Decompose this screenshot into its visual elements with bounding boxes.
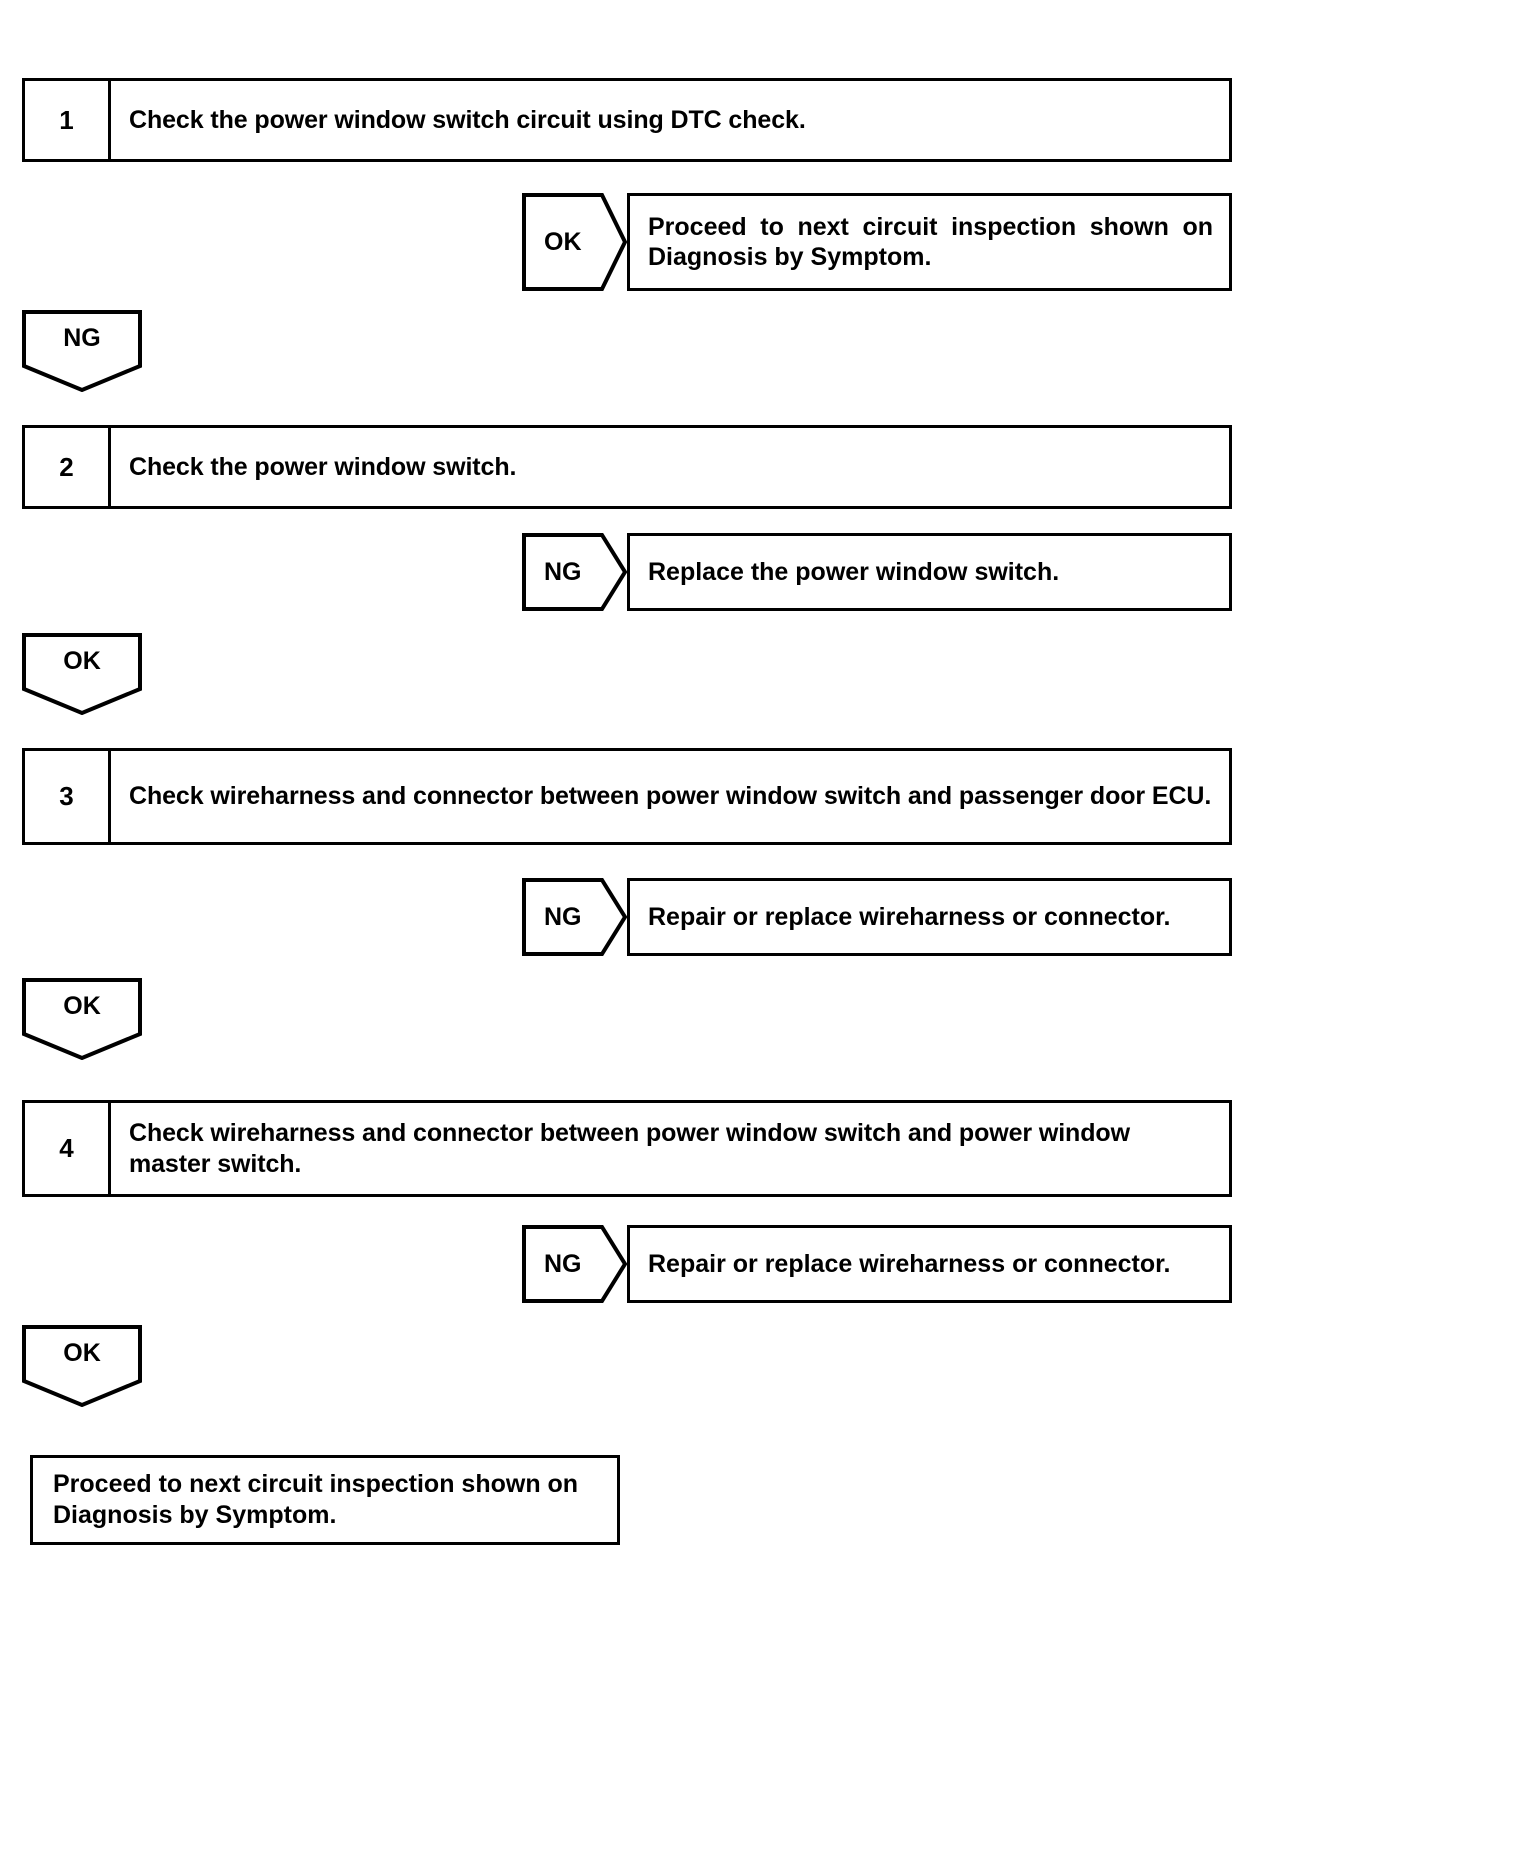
- continue-badge-label-2: OK: [63, 647, 101, 675]
- pentagon-right-icon: [522, 878, 627, 956]
- result-badge-label-2: NG: [544, 557, 582, 586]
- pentagon-down-icon: [22, 1325, 142, 1407]
- terminal-box[interactable]: Proceed to next circuit inspection shown…: [30, 1455, 620, 1545]
- step-text-1: Check the power window switch circuit us…: [129, 105, 806, 134]
- pentagon-down-icon: [22, 978, 142, 1060]
- result-row-4[interactable]: NG Repair or replace wireharness or conn…: [522, 1225, 1232, 1303]
- result-badge-ng-3: NG: [522, 878, 627, 956]
- result-badge-ng-2: NG: [522, 533, 627, 611]
- step-box-1[interactable]: 1 Check the power window switch circuit …: [22, 78, 1232, 162]
- step-box-3[interactable]: 3 Check wireharness and connector betwee…: [22, 748, 1232, 845]
- step-text-3: Check wireharness and connector between …: [129, 782, 1212, 811]
- result-text-2: Replace the power window switch.: [627, 533, 1232, 611]
- step-number-1: 1: [25, 81, 111, 159]
- pentagon-right-icon: [522, 533, 627, 611]
- continue-badge-label-4: OK: [63, 1339, 101, 1367]
- step-number-2: 2: [25, 428, 111, 506]
- step-text-4: Check wireharness and connector between …: [129, 1119, 1130, 1178]
- result-text-3: Repair or replace wireharness or connect…: [627, 878, 1232, 956]
- continue-badge-ok-4: OK: [22, 1325, 142, 1407]
- step-box-2[interactable]: 2 Check the power window switch.: [22, 425, 1232, 509]
- pentagon-right-icon: [522, 193, 627, 291]
- continue-badge-ok-2: OK: [22, 633, 142, 715]
- result-badge-ok-1: OK: [522, 193, 627, 291]
- result-badge-label-4: NG: [544, 1249, 582, 1278]
- result-badge-label-1: OK: [544, 227, 582, 256]
- result-row-2[interactable]: NG Replace the power window switch.: [522, 533, 1232, 611]
- continue-badge-ng-1: NG: [22, 310, 142, 392]
- result-text-4: Repair or replace wireharness or connect…: [627, 1225, 1232, 1303]
- step-box-4[interactable]: 4 Check wireharness and connector betwee…: [22, 1100, 1232, 1197]
- result-row-3[interactable]: NG Repair or replace wireharness or conn…: [522, 878, 1232, 956]
- result-badge-ng-4: NG: [522, 1225, 627, 1303]
- result-text-1: Proceed to next circuit inspection shown…: [627, 193, 1232, 291]
- pentagon-right-icon: [522, 1225, 627, 1303]
- continue-badge-label-1: NG: [63, 324, 101, 352]
- pentagon-down-icon: [22, 310, 142, 392]
- result-badge-label-3: NG: [544, 902, 582, 931]
- continue-badge-label-3: OK: [63, 992, 101, 1020]
- step-text-2: Check the power window switch.: [129, 452, 517, 481]
- pentagon-down-icon: [22, 633, 142, 715]
- step-number-3: 3: [25, 751, 111, 842]
- continue-badge-ok-3: OK: [22, 978, 142, 1060]
- result-row-1[interactable]: OK Proceed to next circuit inspection sh…: [522, 193, 1232, 291]
- step-number-4: 4: [25, 1103, 111, 1194]
